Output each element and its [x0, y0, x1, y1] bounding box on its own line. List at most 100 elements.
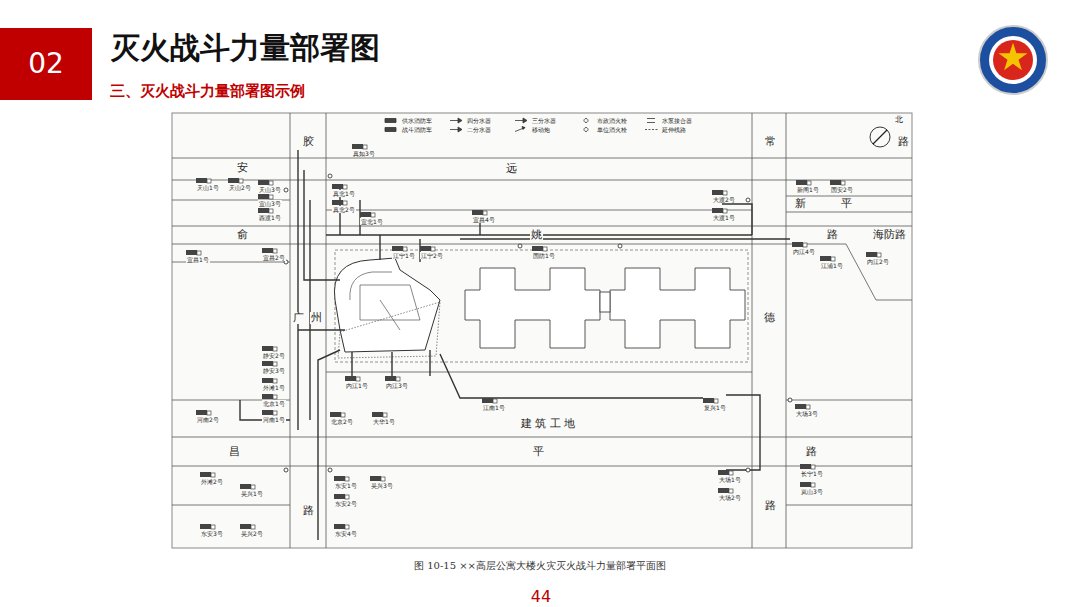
truck-label: 东安2号: [334, 500, 358, 507]
fire-truck-icon: [532, 246, 547, 251]
truck-cab: [273, 249, 277, 253]
road-line: [326, 210, 752, 211]
truck-body: [186, 250, 197, 255]
hydrants: [284, 174, 792, 472]
truck-cab: [356, 377, 360, 381]
truck-body: [800, 464, 811, 469]
fire-truck-icon: [796, 180, 811, 185]
truck-cab: [431, 247, 435, 251]
street-name: 平: [840, 198, 853, 210]
fire-truck-icon: [352, 144, 367, 149]
fire-truck-icon: [392, 246, 407, 251]
truck-body: [334, 476, 345, 481]
fire-truck-icon: [330, 412, 345, 417]
truck-body: [866, 252, 877, 257]
truck-cab: [269, 209, 273, 213]
fire-truck-icon: [334, 476, 349, 481]
compass: [870, 127, 890, 147]
truck-body: [228, 178, 239, 183]
legend-sample: [515, 127, 525, 132]
road-line: [290, 113, 291, 548]
truck-body: [796, 180, 807, 185]
truck-body: [200, 524, 211, 529]
fire-truck-icon: [795, 404, 810, 409]
fire-truck-icon: [830, 180, 845, 185]
road-line: [786, 212, 912, 213]
fire-truck-icon: [332, 184, 347, 189]
legend-text: 单位消火栓: [597, 126, 627, 133]
fire-truck-icon: [240, 524, 255, 529]
legend-sample: [515, 118, 527, 123]
truck-body: [370, 476, 381, 481]
tower-link: [600, 292, 610, 312]
legend-text: 三分水器: [532, 117, 556, 124]
truck-body: [800, 482, 811, 487]
truck-label: 宜昌4号: [472, 216, 496, 223]
truck-body: [372, 412, 383, 417]
road-line: [752, 113, 753, 548]
fire-truck-icon: [258, 180, 273, 185]
truck-body: [718, 488, 729, 493]
street-name: 德: [763, 312, 776, 324]
hydrant-symbol: [518, 244, 522, 248]
road-lines: [172, 113, 912, 548]
truck-cab: [211, 525, 215, 529]
truck-body: [258, 208, 269, 213]
truck-body: [258, 180, 269, 185]
truck-label: 宜北1号: [360, 218, 384, 225]
truck-cab: [273, 347, 277, 351]
truck-cab: [729, 489, 733, 493]
fire-truck-icon: [262, 394, 277, 399]
truck-body: [262, 378, 273, 383]
truck-body: [262, 361, 273, 366]
legend-sample: [647, 119, 655, 123]
section-number: 02: [28, 48, 64, 80]
truck-cab: [803, 243, 807, 247]
truck-label: 东安3号: [200, 530, 224, 537]
legend-text: 二分水器: [467, 126, 491, 133]
truck-cab: [207, 411, 211, 415]
truck-cab: [714, 399, 718, 403]
legend-text: 四分水器: [467, 117, 491, 124]
truck-body: [820, 256, 831, 261]
truck-cab: [273, 411, 277, 415]
truck-label: 新闸1号: [796, 186, 820, 193]
truck-body: [482, 398, 493, 403]
truck-body: [332, 200, 343, 205]
truck-cab: [396, 377, 400, 381]
truck-cab: [345, 525, 349, 529]
truck-body: [262, 248, 273, 253]
truck-label: 宜山3号: [258, 200, 282, 207]
road-line: [172, 437, 912, 438]
hydrant-symbol: [618, 244, 622, 248]
truck-body: [200, 472, 211, 477]
truck-cab: [251, 525, 255, 529]
truck-label: 岚山3号: [800, 488, 824, 495]
truck-cab: [543, 247, 547, 251]
truck-body: [330, 412, 341, 417]
fire-truck-icon: [345, 376, 360, 381]
legend-sample: [584, 128, 588, 132]
subtitle: 三、灭火战斗力量部署图示例: [110, 82, 305, 100]
truck-cab: [197, 251, 201, 255]
truck-body: [360, 212, 371, 217]
logo-core: [993, 40, 1033, 80]
truck-label: 内江2号: [866, 258, 890, 265]
truck-cab: [363, 145, 367, 149]
truck-cab: [207, 179, 211, 183]
street-name: 远: [505, 163, 518, 175]
hydrant-symbol: [746, 198, 750, 202]
truck-cab: [831, 257, 835, 261]
logo-inner: [989, 36, 1037, 84]
truck-label: 真如3号: [352, 150, 376, 157]
road-line: [786, 505, 912, 506]
fire-truck-icon: [262, 248, 277, 253]
hose-line: [309, 200, 310, 420]
truck-label: 西渡1号: [258, 214, 282, 221]
figure-caption: 图 10-15 ××高层公寓大楼火灾灭火战斗力量部署平面图: [414, 560, 666, 572]
fire-truck-icon: [262, 346, 277, 351]
road-line: [786, 400, 912, 401]
truck-label: 大渡2号: [712, 196, 736, 203]
hose-line: [318, 350, 340, 540]
fire-truck-icon: [240, 484, 255, 489]
